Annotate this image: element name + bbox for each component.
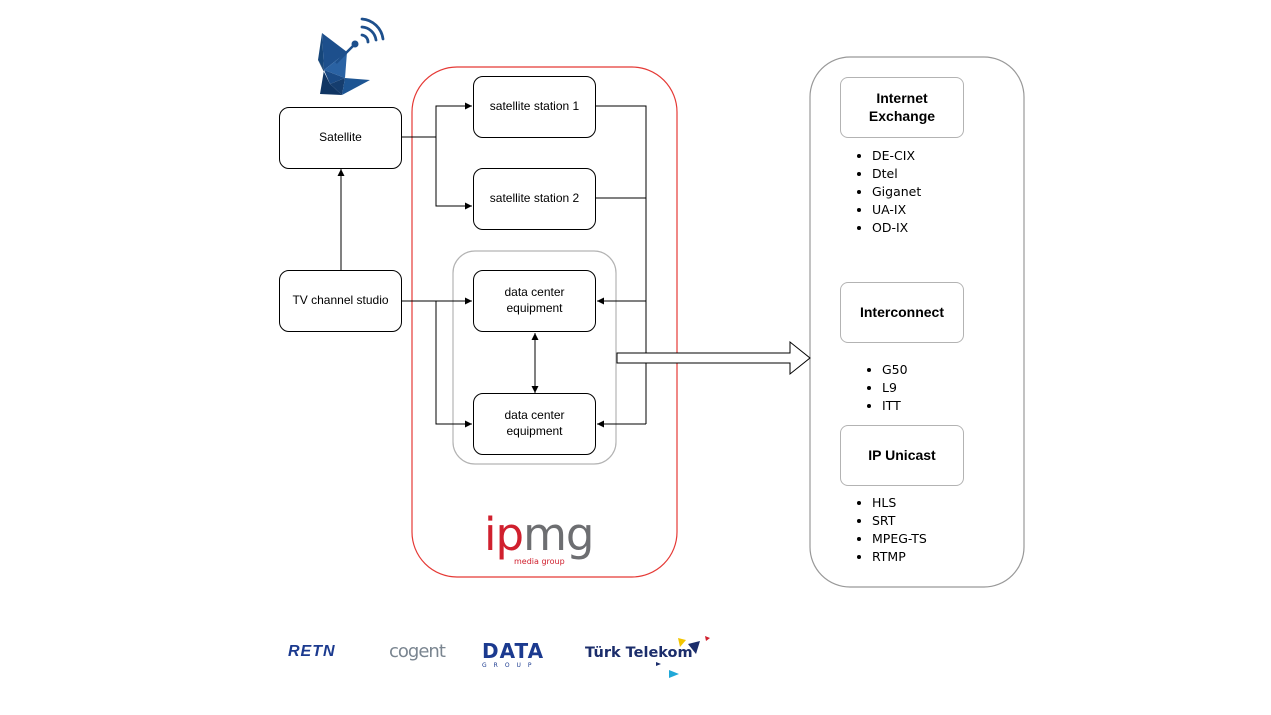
internet-exchange-list: DE-CIX Dtel Giganet UA-IX OD-IX bbox=[840, 147, 921, 237]
ip-unicast-box: IP Unicast bbox=[840, 425, 964, 486]
satellite-station-1-label: satellite station 1 bbox=[489, 99, 580, 114]
list-item: Dtel bbox=[872, 165, 921, 183]
turk-telekom-logo: Türk Telekom bbox=[585, 645, 693, 661]
dc-equipment-2-label: data center equipment bbox=[504, 408, 565, 438]
list-item: HLS bbox=[872, 494, 927, 512]
tv-studio-node: TV channel studio bbox=[279, 270, 402, 332]
connector-satellite-to-station2 bbox=[435, 137, 472, 210]
ipmg-logo-subtitle: media group bbox=[514, 557, 565, 566]
list-item: SRT bbox=[872, 512, 927, 530]
data-group-logo-main: DATA bbox=[482, 639, 545, 663]
interconnect-list: G50 L9 ITT bbox=[850, 361, 908, 415]
list-item: L9 bbox=[882, 379, 908, 397]
tv-studio-node-label: TV channel studio bbox=[292, 293, 389, 308]
data-center-group bbox=[452, 250, 617, 465]
turk-telekom-mark-icon bbox=[656, 636, 710, 678]
satellite-station-1-node: satellite station 1 bbox=[473, 76, 596, 138]
satellite-station-2-node: satellite station 2 bbox=[473, 168, 596, 230]
data-group-logo-sub: GROUP bbox=[482, 662, 539, 669]
ip-unicast-title: IP Unicast bbox=[868, 446, 936, 463]
ipmg-logo: ipmg media group bbox=[484, 510, 604, 572]
list-item: RTMP bbox=[872, 548, 927, 566]
internet-exchange-title: Internet Exchange bbox=[868, 90, 936, 124]
data-group-logo: DATA GROUP bbox=[482, 640, 550, 670]
cogent-logo: cogent bbox=[389, 641, 446, 662]
satellite-dish-icon bbox=[318, 17, 385, 95]
list-item: MPEG-TS bbox=[872, 530, 927, 548]
ipmg-logo-ip: ip bbox=[484, 508, 524, 561]
satellite-node: Satellite bbox=[279, 107, 402, 169]
dc-equipment-2-node: data center equipment bbox=[473, 393, 596, 455]
connector-studio-to-dc2 bbox=[435, 301, 472, 428]
dc-equipment-1-label: data center equipment bbox=[504, 285, 565, 315]
list-item: DE-CIX bbox=[872, 147, 921, 165]
internet-exchange-box: Internet Exchange bbox=[840, 77, 964, 138]
retn-logo: RETN bbox=[288, 643, 336, 660]
interconnect-title: Interconnect bbox=[859, 303, 944, 320]
list-item: OD-IX bbox=[872, 219, 921, 237]
services-container bbox=[809, 56, 1025, 588]
list-item: G50 bbox=[882, 361, 908, 379]
satellite-station-2-label: satellite station 2 bbox=[489, 191, 580, 206]
list-item: ITT bbox=[882, 397, 908, 415]
list-item: UA-IX bbox=[872, 201, 921, 219]
interconnect-box: Interconnect bbox=[840, 282, 964, 343]
ipmg-logo-mg: mg bbox=[523, 508, 594, 561]
ipmg-container bbox=[411, 66, 678, 578]
connector-satellite-to-station1 bbox=[402, 102, 472, 138]
dc-equipment-1-node: data center equipment bbox=[473, 270, 596, 332]
ip-unicast-list: HLS SRT MPEG-TS RTMP bbox=[840, 494, 927, 566]
satellite-node-label: Satellite bbox=[319, 130, 362, 145]
list-item: Giganet bbox=[872, 183, 921, 201]
connector-station1-return bbox=[596, 105, 647, 424]
output-block-arrow bbox=[616, 340, 811, 376]
